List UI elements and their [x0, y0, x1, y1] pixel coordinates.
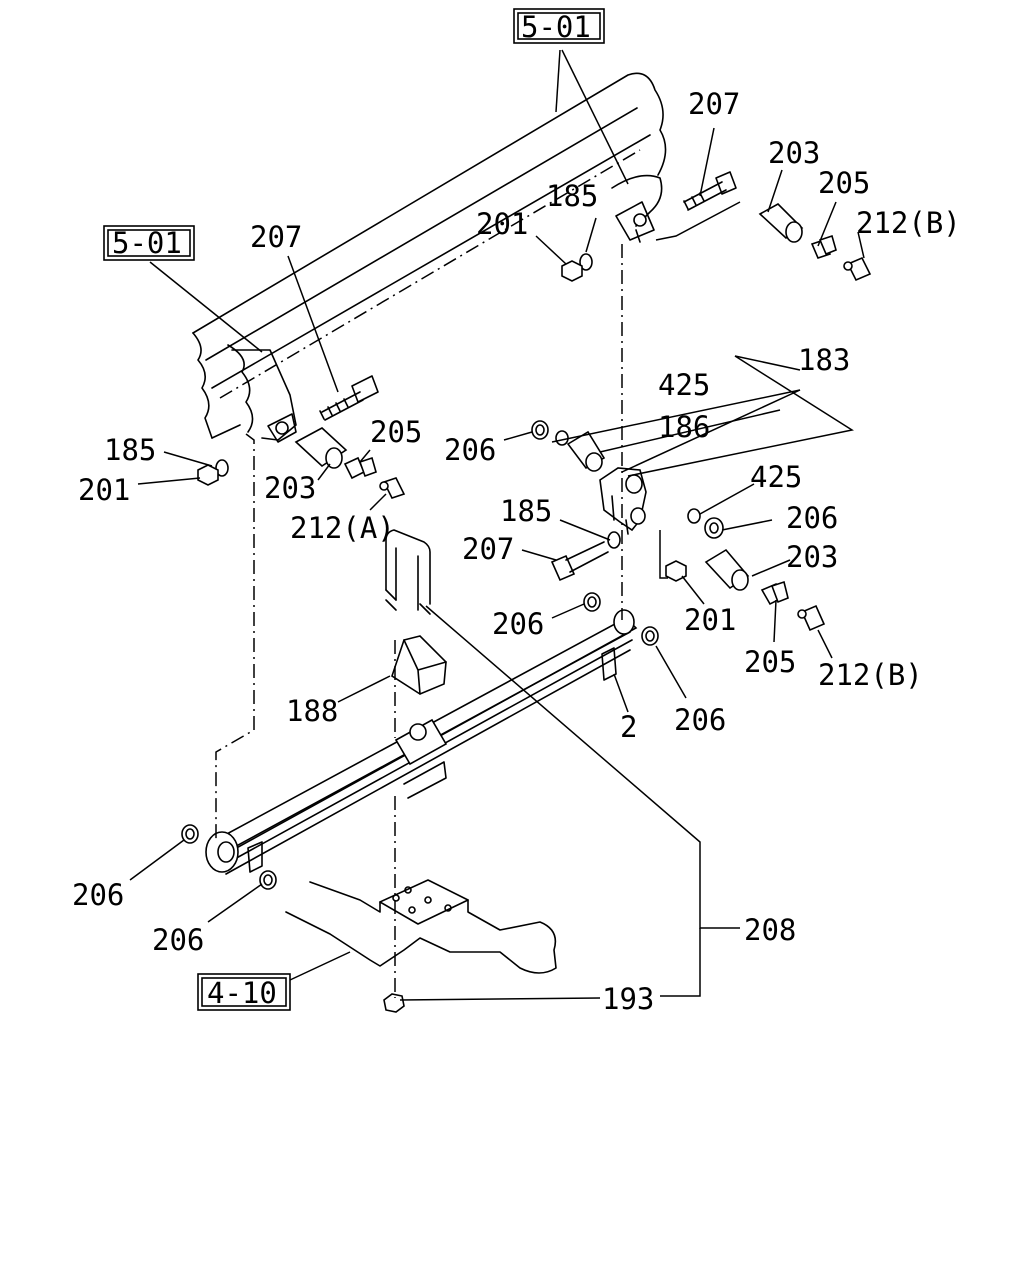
ref-box-5-01-top: 5-01 [513, 8, 605, 44]
callout-425-a: 425 [658, 368, 710, 402]
callout-207-left: 207 [250, 220, 302, 254]
left-grease-fitting-212a [379, 477, 406, 499]
mid-nut-201 [665, 560, 687, 582]
mid-bolt-205 [760, 580, 789, 606]
top-grease-fitting-212b [843, 256, 872, 282]
callout-425-b: 425 [750, 460, 802, 494]
left-nut-201 [197, 464, 219, 486]
callout-203-top: 203 [768, 136, 820, 170]
callout-205-left: 205 [370, 415, 422, 449]
shackle-bushing-425-b [687, 508, 701, 524]
frame-rail [192, 72, 667, 441]
callout-206-b: 206 [786, 501, 838, 535]
spring-eye-washer-206-d [641, 626, 659, 646]
callout-186: 186 [658, 410, 710, 444]
callout-185-mid: 185 [500, 494, 552, 528]
callout-206-f: 206 [152, 923, 204, 957]
left-washer-185 [215, 459, 229, 477]
callout-212b-top: 212(B) [856, 206, 961, 240]
callout-212a: 212(A) [290, 511, 395, 545]
callout-201-mid: 201 [684, 603, 736, 637]
shackle-washer-206-b [704, 517, 724, 539]
leaf-spring-2 [205, 609, 638, 875]
top-washer-185 [579, 253, 593, 271]
assembly-centerlines [215, 244, 668, 998]
leader-lines [129, 49, 865, 1001]
callout-206-e: 206 [72, 878, 124, 912]
ref-box-4-10: 4-10 [197, 973, 291, 1011]
top-nut-201 [561, 260, 583, 282]
spring-eye-washer-206-e [181, 824, 199, 844]
ref-label-5-01-top: 5-01 [521, 10, 591, 44]
callout-188: 188 [286, 694, 338, 728]
callout-193: 193 [602, 982, 654, 1016]
callout-206-d: 206 [674, 703, 726, 737]
top-pin-203 [758, 203, 804, 243]
top-bolt-205 [810, 234, 837, 259]
ref-label-4-10: 4-10 [207, 976, 277, 1010]
spring-eye-washer-206-f [259, 870, 277, 890]
left-hanger-bolt-207 [319, 375, 379, 421]
callout-208: 208 [744, 913, 796, 947]
left-pin-203 [294, 427, 348, 469]
callout-205-mid: 205 [744, 645, 796, 679]
axle-seat [285, 879, 557, 974]
callout-labels: 207 203 205 212(B) 185 201 207 183 425 1… [72, 87, 961, 1016]
left-bolt-205 [343, 456, 377, 480]
ref-box-5-01-left: 5-01 [103, 225, 195, 261]
callout-205-top: 205 [818, 166, 870, 200]
shackle-183 [599, 467, 647, 535]
callout-201-left: 201 [78, 473, 130, 507]
nut-193 [383, 993, 405, 1013]
top-hanger-bolt-207 [683, 171, 737, 211]
callout-207-top: 207 [688, 87, 740, 121]
callout-212b-mid: 212(B) [818, 658, 923, 692]
shackle-pin-186 [566, 430, 606, 472]
ref-label-5-01-left: 5-01 [112, 226, 182, 260]
callout-206-c: 206 [492, 607, 544, 641]
top-hanger-ear [615, 201, 655, 243]
mid-grease-fitting-212b [797, 604, 826, 632]
callout-2: 2 [620, 710, 637, 744]
left-hanger-ear [267, 413, 297, 443]
callout-185-top: 185 [546, 179, 598, 213]
shackle-washer-206-a [531, 420, 549, 440]
callout-206-a: 206 [444, 433, 496, 467]
shackle-bushing-425-a [555, 430, 569, 446]
bump-stopper-188 [391, 635, 447, 695]
mid-pin-203 [704, 548, 750, 591]
callout-185-left: 185 [104, 433, 156, 467]
callout-207-mid: 207 [462, 532, 514, 566]
callout-201-top: 201 [476, 207, 528, 241]
callout-183: 183 [798, 343, 850, 377]
callout-203-mid: 203 [786, 540, 838, 574]
mid-bolt-207 [550, 541, 609, 582]
spring-eye-washer-206-c [583, 592, 601, 612]
u-bolt-208 [385, 529, 431, 615]
callout-203-left: 203 [264, 471, 316, 505]
